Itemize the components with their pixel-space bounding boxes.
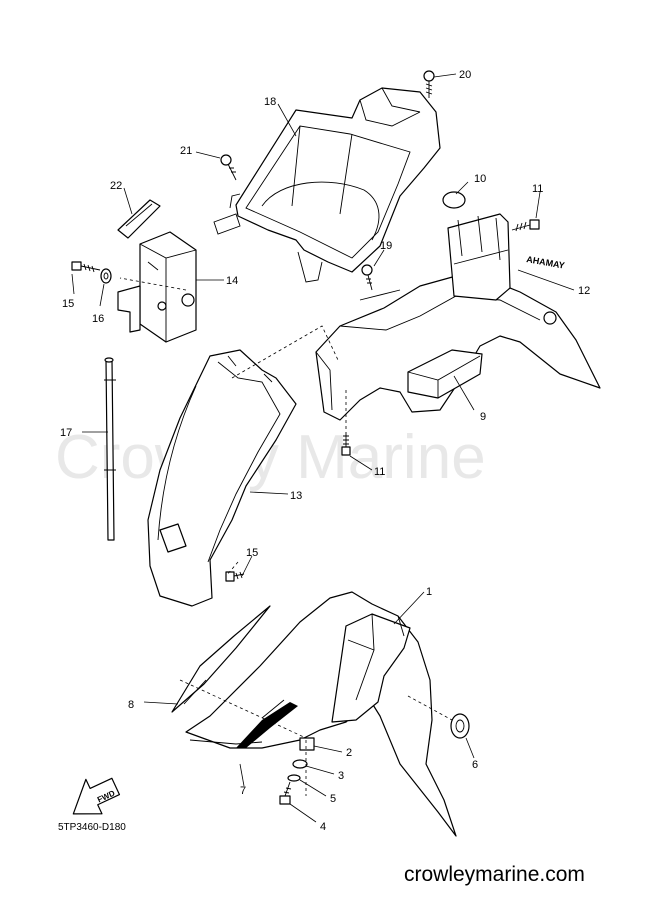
bolt-4-icon[interactable] <box>279 781 292 805</box>
assembly-lines <box>119 277 453 796</box>
part-9-rear-fender[interactable] <box>315 213 601 421</box>
part-1-front-fender[interactable] <box>185 591 457 837</box>
screw-21-icon[interactable] <box>220 154 237 181</box>
bolt-15-icon[interactable] <box>71 261 101 273</box>
washer-5-icon[interactable] <box>287 774 301 782</box>
callout-20: 20 <box>459 69 471 81</box>
callout-19: 19 <box>380 240 392 252</box>
site-label[interactable]: crowleymarine.com <box>404 863 585 886</box>
grommet-6-icon[interactable] <box>450 713 470 739</box>
spacer-2-icon[interactable] <box>299 737 315 751</box>
callout-21: 21 <box>180 145 192 157</box>
part-14-box[interactable] <box>117 231 197 343</box>
callout-18: 18 <box>264 96 276 108</box>
part-18-tray[interactable] <box>213 87 441 283</box>
washer-16-icon[interactable] <box>100 268 112 284</box>
callout-13: 13 <box>290 490 302 502</box>
part-8-trim[interactable] <box>171 605 271 713</box>
washer-3-icon[interactable] <box>292 759 308 769</box>
callout-3: 3 <box>338 770 344 782</box>
callout-2: 2 <box>346 747 352 759</box>
callout-6: 6 <box>472 759 478 771</box>
part-22-band[interactable] <box>117 199 161 239</box>
callout-11-lower: 11 <box>374 466 385 478</box>
callout-1: 1 <box>426 586 432 598</box>
leader-lines <box>71 73 575 823</box>
screw-20-icon[interactable] <box>423 70 435 98</box>
callout-12: 12 <box>578 285 590 297</box>
reference-code: 5TP3460-D180 <box>58 822 126 833</box>
callout-14: 14 <box>226 275 238 287</box>
part-13-inner-fender[interactable] <box>147 349 297 607</box>
callout-5: 5 <box>330 793 336 805</box>
callout-10: 10 <box>474 173 486 185</box>
callout-labels: 20 18 21 22 10 11 19 14 12 15 16 17 9 11… <box>60 69 590 833</box>
fwd-arrow-icon: FWD <box>72 777 121 815</box>
callout-4: 4 <box>320 821 326 833</box>
screw-19-icon[interactable] <box>361 264 373 291</box>
bolt-15-lower-icon[interactable] <box>225 571 245 582</box>
part-17-rod[interactable] <box>104 357 116 541</box>
callout-8: 8 <box>128 699 134 711</box>
bolt-11-lower-icon[interactable] <box>341 432 351 456</box>
callout-22: 22 <box>110 180 122 192</box>
callout-7: 7 <box>240 785 246 797</box>
callout-15-lower: 15 <box>246 547 258 559</box>
decal-12: AHAMAY <box>526 254 566 271</box>
callout-9: 9 <box>480 411 486 423</box>
callout-15: 15 <box>62 298 74 310</box>
callout-16: 16 <box>92 313 104 325</box>
callout-17: 17 <box>60 427 72 439</box>
decal-text: AHAMAY <box>526 254 566 271</box>
cap-10-icon[interactable] <box>442 191 466 209</box>
bolt-11-icon[interactable] <box>511 219 540 232</box>
callout-11: 11 <box>532 183 543 195</box>
